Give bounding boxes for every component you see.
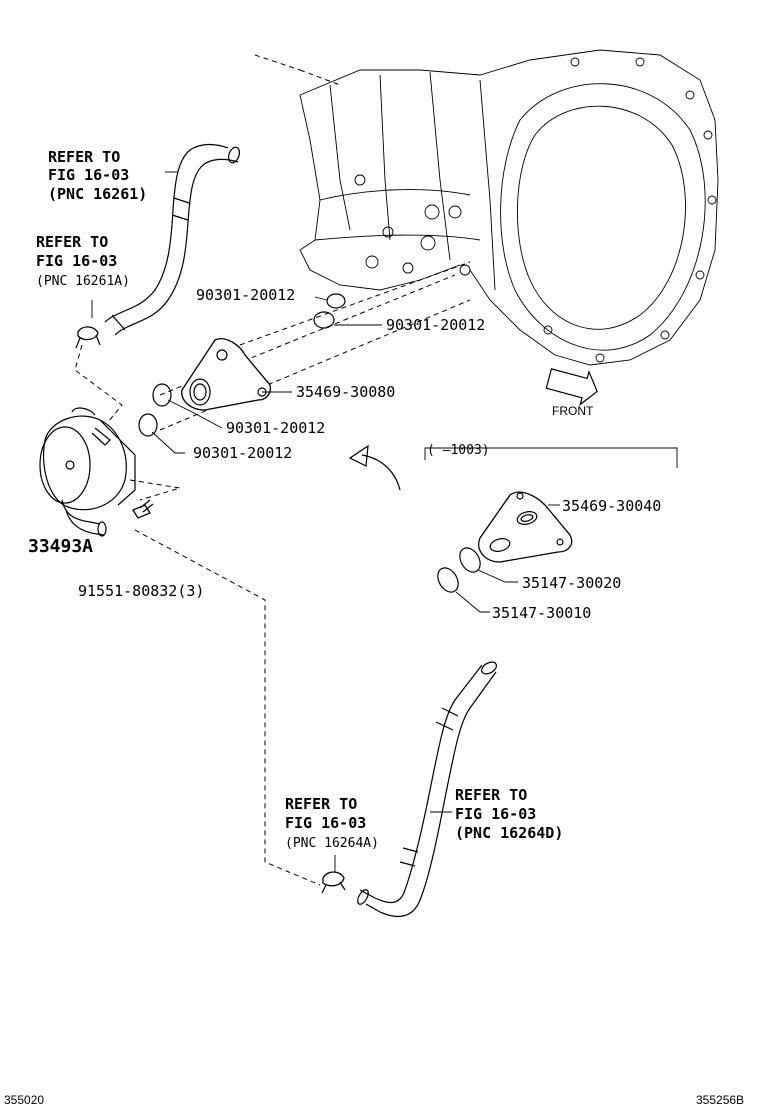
footer-code-right: 355256B: [696, 1093, 744, 1107]
refer-note-line: REFER TO: [455, 786, 527, 804]
o-ring: [437, 567, 459, 593]
refer-note-line: REFER TO: [36, 233, 108, 251]
refer-note-line: REFER TO: [48, 148, 120, 166]
refer-note-line: (PNC 16261A): [36, 274, 130, 289]
part-number: 33493A: [28, 536, 93, 557]
refer-note-line: (PNC 16264A): [285, 836, 379, 851]
oil-cooler-assembly: [39, 407, 136, 537]
part-number: 35469-30040: [562, 497, 661, 515]
gasket-ring: [152, 383, 172, 407]
cooler-plate: [181, 338, 271, 411]
date-range: ( –1003): [427, 443, 490, 458]
part-number: 90301-20012: [386, 316, 485, 334]
upper-hose: [104, 143, 241, 336]
part-number: 90301-20012: [196, 286, 295, 304]
refer-note-line: FIG 16-03: [48, 166, 129, 184]
part-number: 90301-20012: [226, 419, 325, 437]
footer-code-left: 355020: [4, 1093, 44, 1107]
part-number: 90301-20012: [193, 444, 292, 462]
gasket-ring: [313, 311, 335, 329]
refer-note-line: (PNC 16261): [48, 185, 147, 203]
bolt-icon: [132, 499, 154, 519]
part-number: 35469-30080: [296, 383, 395, 401]
o-ring: [459, 547, 481, 573]
gasket-ring: [326, 293, 346, 309]
transmission-housing: [254, 49, 719, 366]
cooler-plate-alt: [478, 491, 573, 563]
front-arrow-icon: [545, 368, 598, 407]
refer-note-line: FIG 16-03: [285, 814, 366, 832]
refer-note-line: (PNC 16264D): [455, 824, 563, 842]
part-number: 91551-80832(3): [78, 582, 204, 600]
refer-note-line: FIG 16-03: [36, 252, 117, 270]
lower-hose: [357, 661, 497, 918]
refer-note-line: REFER TO: [285, 795, 357, 813]
hose-clamp-lower: [321, 871, 346, 894]
curved-arrow-icon: [348, 444, 401, 491]
hose-clamp-upper: [75, 326, 101, 349]
gasket-ring: [138, 413, 158, 437]
part-number: 35147-30020: [522, 574, 621, 592]
refer-note-line: FIG 16-03: [455, 805, 536, 823]
part-number: 35147-30010: [492, 604, 591, 622]
front-label: FRONT: [552, 404, 594, 418]
